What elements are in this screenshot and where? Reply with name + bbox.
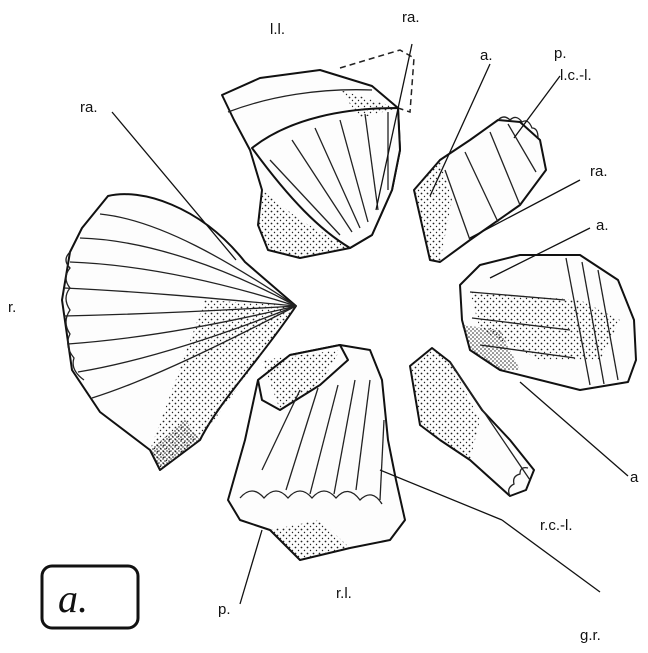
plate-left-carinolateral	[414, 117, 546, 262]
panel-label-box	[42, 566, 138, 628]
plate-left-lateral	[222, 50, 414, 258]
label-a-right: a.	[596, 217, 609, 234]
label-ra-top: ra.	[402, 9, 420, 26]
plate-carina	[460, 255, 636, 390]
label-ll: l.l.	[270, 21, 285, 38]
panel-label-text: a.	[58, 576, 88, 621]
panel-label: a.	[42, 566, 138, 628]
label-p-bottom: p.	[218, 601, 231, 618]
label-a-top: a.	[480, 47, 493, 64]
label-rl: r.l.	[336, 585, 352, 602]
label-ra-right: ra.	[590, 163, 608, 180]
label-r: r.	[8, 299, 16, 316]
plate-right-lateral	[228, 345, 405, 560]
label-lcl: l.c.-l.	[560, 67, 592, 84]
label-ra-left: ra.	[80, 99, 98, 116]
label-p-top: p.	[554, 45, 567, 62]
label-rcl: r.c.-l.	[540, 517, 573, 534]
label-gr: g.r.	[580, 627, 601, 644]
label-a-lower-right: a	[630, 469, 639, 486]
